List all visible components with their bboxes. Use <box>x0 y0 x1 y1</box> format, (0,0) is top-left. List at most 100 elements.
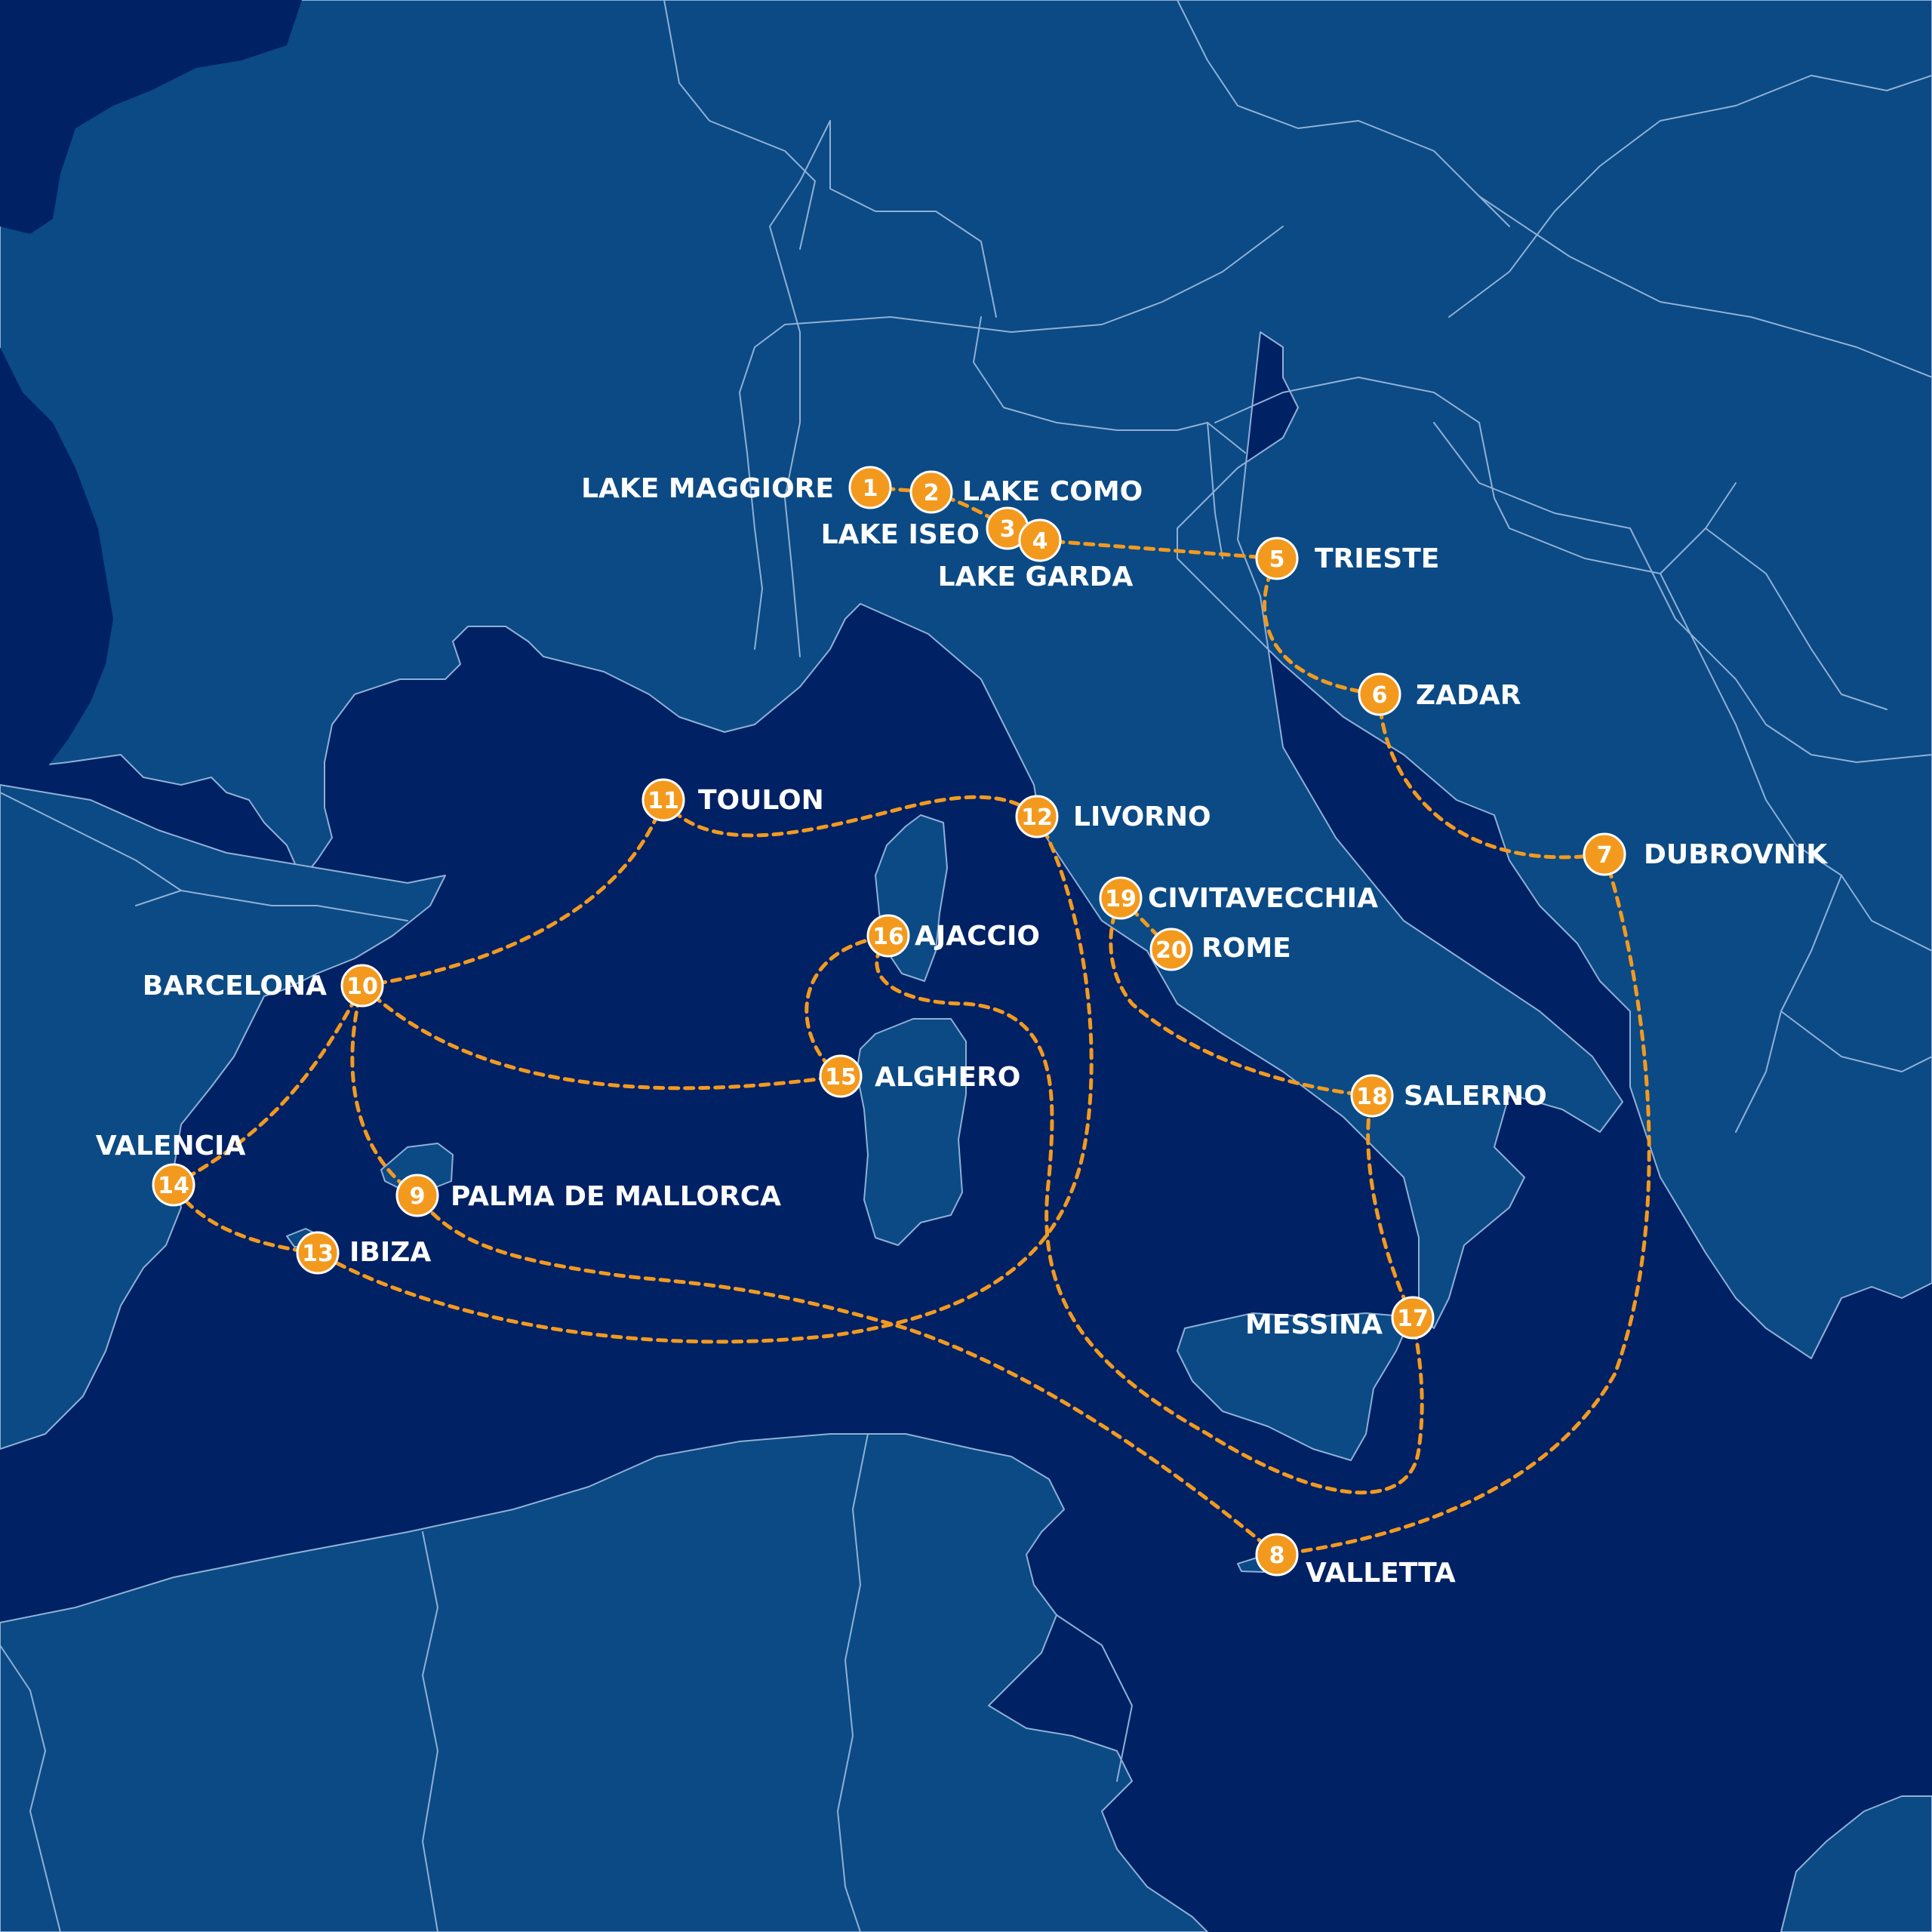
stop-number: 1 <box>863 475 878 502</box>
stop-label: LAKE ISEO <box>821 519 980 550</box>
stop-label: ALGHERO <box>875 1062 1020 1093</box>
stop-number: 5 <box>1269 546 1285 573</box>
sea-biscay-top <box>0 0 302 234</box>
stop-number: 8 <box>1269 1543 1285 1569</box>
stop-number: 3 <box>1000 516 1016 543</box>
stop-number: 9 <box>410 1183 426 1210</box>
stop-label: ROME <box>1201 933 1291 964</box>
stop-marker <box>1015 795 1059 838</box>
stop-19: 19 CIVITAVECCHIA <box>1099 876 1378 920</box>
land-iberia <box>0 784 446 1450</box>
route-segment <box>1038 538 1279 561</box>
stop-number: 13 <box>302 1241 334 1267</box>
border-line <box>1780 1011 1932 1072</box>
route-segment <box>171 983 365 1187</box>
border-line <box>973 316 1246 454</box>
border-line <box>739 324 786 650</box>
stop-marker <box>152 1163 195 1207</box>
sea-atlantic-left <box>0 347 113 777</box>
stop-5: 5 TRIESTE <box>1255 537 1439 580</box>
border-line <box>784 226 1284 333</box>
route-segment <box>661 795 1039 838</box>
stop-marker <box>1255 537 1299 580</box>
route-segment <box>1366 1094 1415 1320</box>
stop-marker <box>866 914 910 958</box>
stop-number: 7 <box>1597 842 1613 869</box>
stop-number: 14 <box>158 1173 189 1199</box>
stop-marker <box>848 466 892 509</box>
border-line <box>135 890 408 921</box>
stop-label: TOULON <box>698 785 824 816</box>
stop-11: 11 TOULON <box>641 778 824 822</box>
border-line <box>1478 195 1932 378</box>
stop-number: 16 <box>872 924 904 950</box>
route-segment <box>360 983 843 1091</box>
route-segment <box>875 934 1424 1495</box>
land-east-corner <box>1780 1795 1932 1932</box>
border-line <box>829 120 997 318</box>
stop-number: 18 <box>1356 1084 1388 1110</box>
route-segment <box>1109 896 1374 1098</box>
stop-number: 10 <box>346 974 378 1000</box>
route-segment <box>1275 852 1651 1557</box>
stop-label: TRIESTE <box>1315 543 1439 574</box>
stop-label: LAKE COMO <box>962 476 1143 507</box>
stop-label: MESSINA <box>1245 1309 1383 1340</box>
route-lines <box>171 485 1651 1557</box>
land-sardinia <box>856 1018 967 1246</box>
stop-marker <box>1358 672 1401 716</box>
border-line <box>422 1531 438 1932</box>
stop-marker <box>1583 832 1626 876</box>
stop-marker <box>819 1054 863 1098</box>
stop-3: 3 LAKE ISEO <box>821 506 1029 550</box>
stop-number: 19 <box>1105 886 1137 912</box>
land-north-africa <box>0 1433 1208 1932</box>
border-line <box>1207 422 1223 559</box>
border-line <box>0 792 182 891</box>
stop-marker <box>1255 1533 1299 1577</box>
stop-marker <box>1099 876 1143 920</box>
route-segment <box>415 1193 1279 1557</box>
stop-marker <box>296 1231 340 1275</box>
border-line <box>1448 75 1932 318</box>
stop-number: 11 <box>648 788 679 814</box>
border-line <box>0 1644 61 1932</box>
stop-label: SALERNO <box>1404 1081 1547 1112</box>
stop-marker <box>1350 1074 1394 1118</box>
stop-13: 13 IBIZA <box>296 1231 431 1275</box>
border-line <box>663 0 816 250</box>
border-line <box>837 1433 869 1932</box>
stop-label: VALLETTA <box>1306 1558 1456 1589</box>
land-europe <box>0 0 1932 1359</box>
border-line <box>1214 377 1480 423</box>
route-segment <box>171 1183 320 1255</box>
stop-marker <box>340 964 384 1008</box>
stop-label: LAKE MAGGIORE <box>581 473 834 504</box>
stop-number: 15 <box>825 1064 857 1091</box>
stop-marker <box>1149 928 1193 971</box>
stop-label: IBIZA <box>349 1237 431 1268</box>
stop-label: CIVITAVECCHIA <box>1148 883 1378 914</box>
stop-number: 12 <box>1021 804 1053 831</box>
stop-7: 7 DUBROVNIK <box>1583 832 1828 876</box>
route-segment <box>804 934 891 1078</box>
stop-marker <box>641 778 685 822</box>
stop-marker <box>1391 1296 1435 1340</box>
stop-label: DUBROVNIK <box>1644 839 1828 870</box>
stop-number: 4 <box>1032 528 1048 555</box>
land-sicily <box>1177 1312 1412 1461</box>
stop-label: LAKE GARDA <box>938 561 1134 592</box>
border-line <box>1705 528 1887 710</box>
